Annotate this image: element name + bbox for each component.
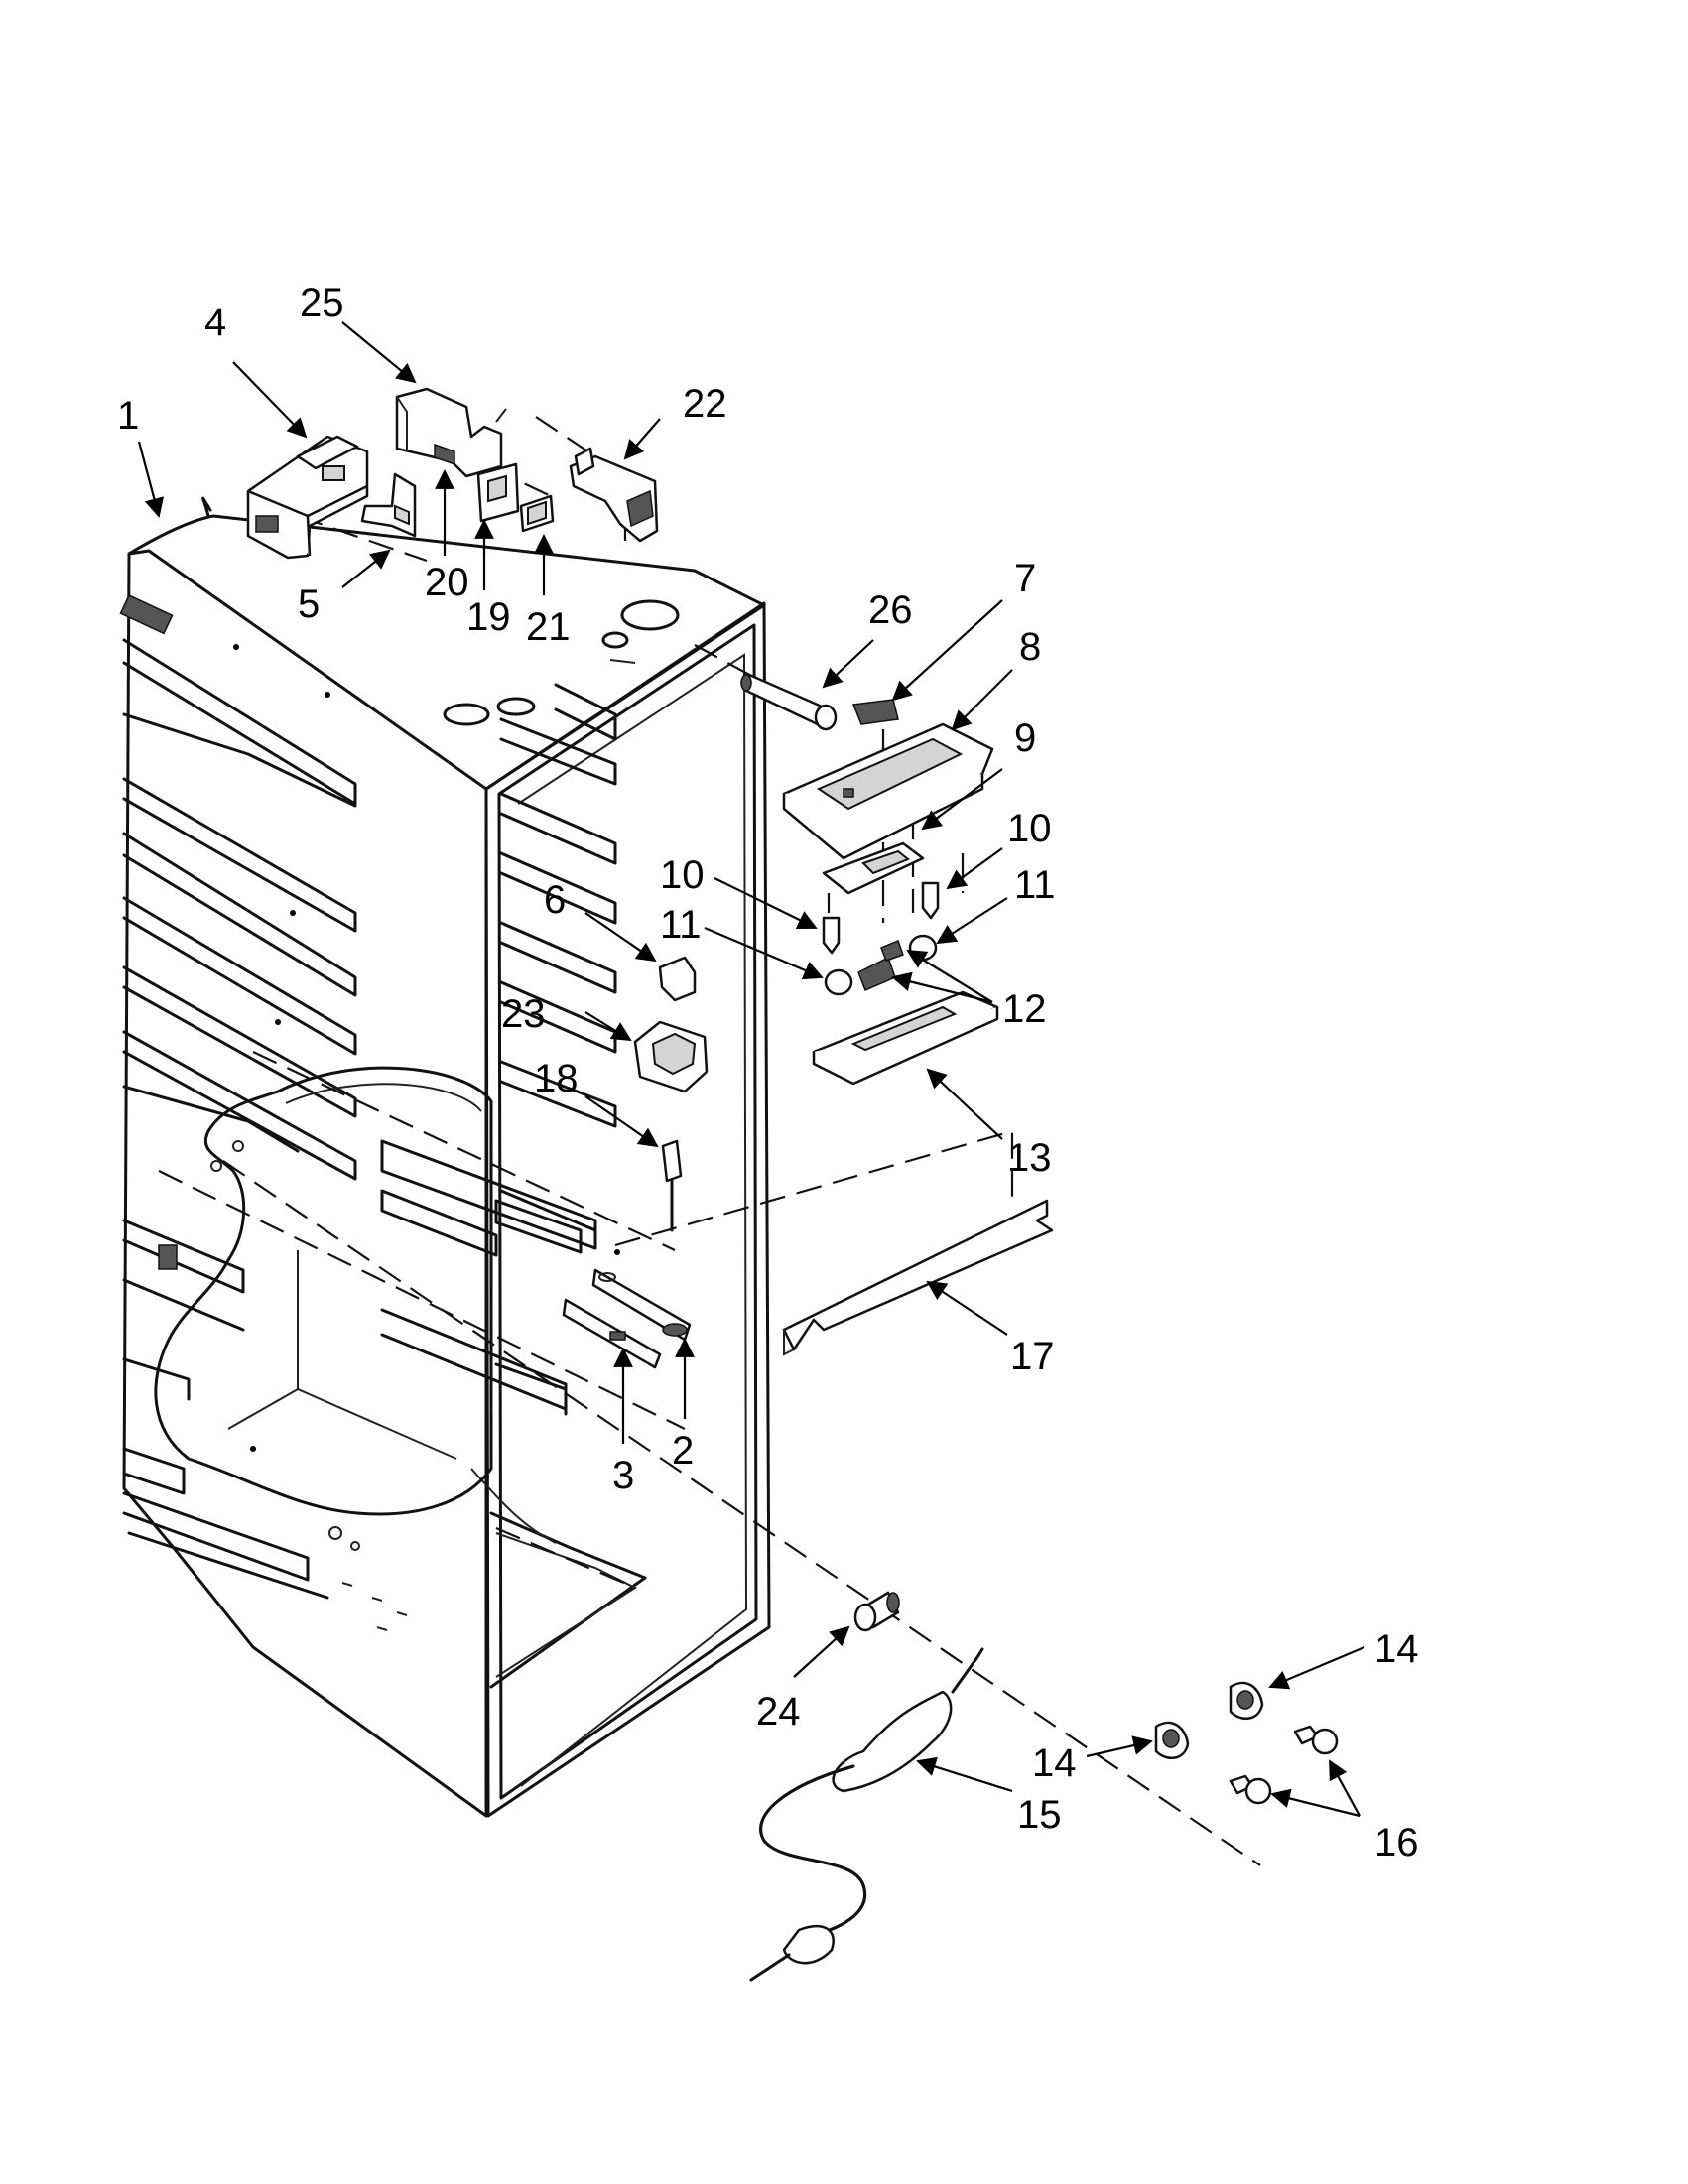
callout-15: 15	[1017, 1793, 1062, 1837]
part-22-latch-bracket	[569, 447, 659, 543]
part-15-water-tube	[749, 1647, 984, 1982]
part-21-module	[519, 494, 555, 533]
callout-10-right: 10	[1007, 807, 1052, 850]
part-8-light-housing	[782, 722, 994, 860]
part-11-bulb-b	[908, 934, 938, 962]
callout-5: 5	[298, 582, 320, 626]
callout-11-left: 11	[660, 903, 702, 947]
callout-19: 19	[466, 595, 511, 639]
callout-17: 17	[1010, 1335, 1055, 1378]
callout-3: 3	[612, 1454, 634, 1497]
callout-labels: 1 2 3 4 5 6 7 8 9 10 10 11 11 12 13 14 1…	[117, 281, 1419, 1864]
part-12-sockets	[857, 940, 904, 991]
leader-lines	[137, 321, 1365, 1818]
callout-11-right: 11	[1014, 863, 1056, 907]
part-26-water-filter	[740, 673, 838, 731]
part-3-bracket	[562, 1298, 662, 1369]
callout-2: 2	[672, 1429, 694, 1473]
callout-1: 1	[117, 394, 139, 438]
part-14-cap-a	[1229, 1681, 1264, 1720]
part-19-control-bracket	[476, 462, 520, 523]
part-6-clip	[658, 956, 697, 1002]
callout-8: 8	[1019, 625, 1041, 669]
part-25-damper-housing	[395, 387, 507, 478]
part-10-screw-a	[822, 916, 841, 955]
part-14-cap-b	[1154, 1721, 1190, 1759]
callout-9: 9	[1014, 716, 1036, 760]
part-16-fastener-a	[1293, 1725, 1339, 1755]
part-16-fastener-b	[1229, 1774, 1272, 1805]
part-5-bracket	[360, 472, 417, 538]
callout-16: 16	[1374, 1821, 1419, 1864]
callout-22: 22	[683, 382, 727, 426]
shelf-ribs-left	[119, 594, 357, 1600]
callout-24: 24	[756, 1690, 801, 1734]
callout-10-left: 10	[660, 853, 705, 897]
callout-18: 18	[534, 1057, 579, 1100]
part-7-clip	[851, 699, 899, 725]
callout-13: 13	[1007, 1136, 1052, 1180]
callout-7: 7	[1014, 557, 1036, 600]
callout-4: 4	[204, 301, 226, 344]
part-18-thermistor	[661, 1139, 683, 1232]
callout-21: 21	[526, 605, 571, 649]
part-10-screw-b	[921, 881, 940, 920]
part-13-light-cover	[812, 990, 999, 1086]
part-9-light-socket	[822, 841, 925, 895]
assembly-lines	[158, 416, 1261, 1866]
part-20-connector	[434, 443, 455, 466]
callout-14-top: 14	[1374, 1627, 1419, 1671]
cabinet-liner	[119, 496, 771, 1818]
callout-25: 25	[300, 281, 344, 324]
callout-23: 23	[501, 992, 546, 1036]
callout-14-bottom: 14	[1032, 1741, 1077, 1785]
callout-6: 6	[544, 878, 566, 922]
part-23-control-housing	[633, 1020, 709, 1093]
part-24-fitting	[853, 1591, 900, 1632]
callout-26: 26	[868, 588, 913, 632]
part-4-duct-housing	[246, 435, 369, 560]
part-17-panel	[782, 1199, 1054, 1356]
part-11-bulb-a	[824, 968, 853, 996]
callout-12: 12	[1002, 987, 1047, 1031]
callout-20: 20	[425, 561, 469, 604]
